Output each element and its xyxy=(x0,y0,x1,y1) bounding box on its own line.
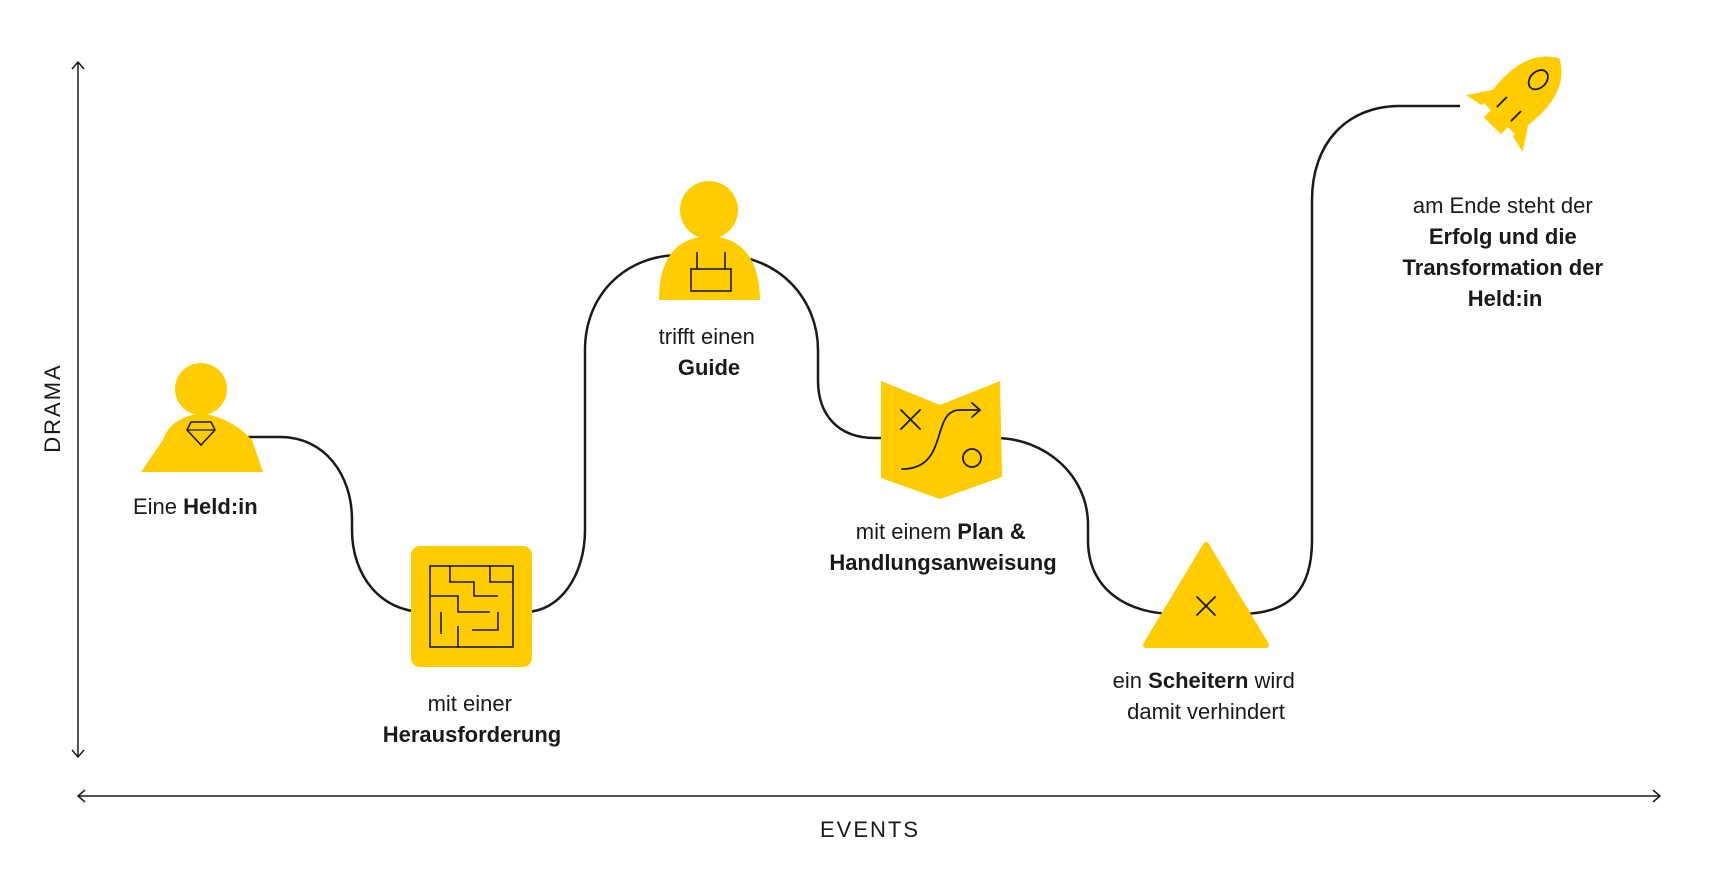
map-icon xyxy=(881,381,1002,499)
failure-caption: ein Scheitern wird damit verhindert xyxy=(1113,668,1300,724)
x-axis xyxy=(76,789,1662,803)
hero-icon xyxy=(141,363,263,472)
guide-icon xyxy=(659,181,760,300)
guide-caption: trifft einen Guide xyxy=(659,324,760,380)
maze-icon xyxy=(411,546,532,667)
warning-icon xyxy=(1143,542,1269,648)
challenge-caption: mit einer Herausforderung xyxy=(383,691,561,747)
hero-caption: Eine Held:in xyxy=(133,494,258,519)
story-path xyxy=(240,104,1460,616)
success-caption: am Ende steht der Erfolg und die Transfo… xyxy=(1403,193,1608,311)
rocket-icon xyxy=(1466,56,1562,152)
y-axis xyxy=(71,60,85,759)
y-axis-label: DRAMA xyxy=(40,363,65,452)
x-axis-label: EVENTS xyxy=(820,817,920,842)
plan-caption: mit einem Plan & Handlungsanweisung xyxy=(829,519,1056,575)
